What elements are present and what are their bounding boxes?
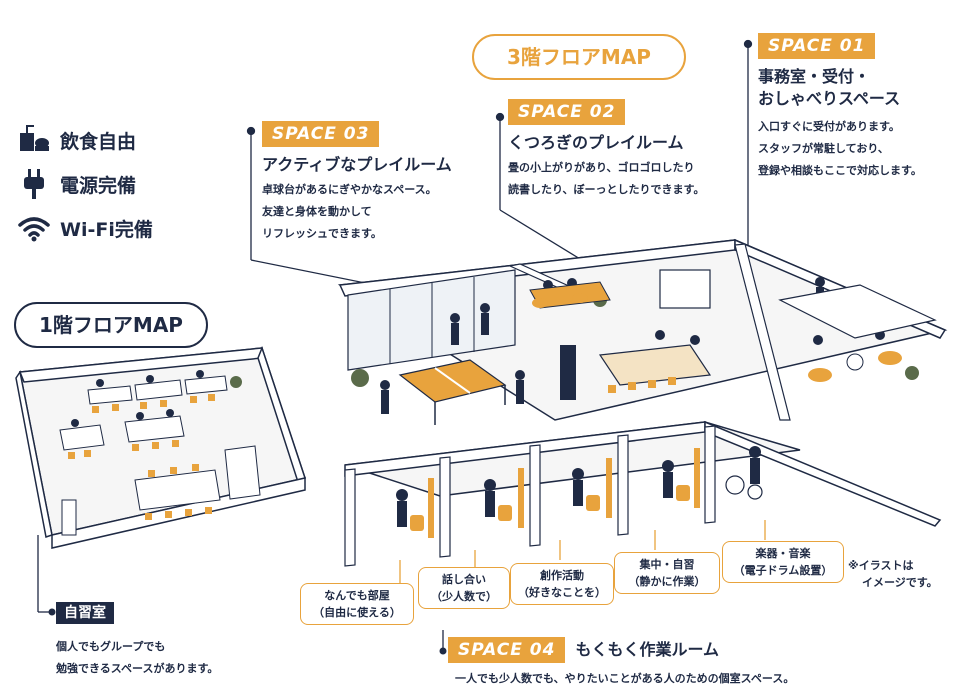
room-label-creative: 創作活動 （好きなことを） [510,563,614,605]
room-label-music-line2: （電子ドラム設置） [733,564,833,577]
room-label-focus-line2: （静かに作業） [628,575,706,588]
space03-desc-line3: リフレッシュできます。 [262,227,382,240]
floor3-illustration [337,238,948,425]
illustration-note: ※イラストは イメージです。 [848,557,938,591]
room-label-discussion: 話し合い （少人数で） [418,567,510,609]
floor1-illustration [15,345,306,549]
space03-desc-line1: 卓球台があるにぎやかなスペース。 [262,183,437,196]
floor3-title: 3階フロアMAP [472,34,686,80]
study-room-desc-line1: 個人でもグループでも [56,640,166,653]
floor1-title: 1階フロアMAP [14,302,208,348]
room-label-creative-line2: （好きなことを） [518,586,606,599]
space01-desc-line2: スタッフが常駐しており、 [758,142,889,155]
space03-tag: SPACE 03 [262,121,380,147]
room-label-focus-line1: 集中・自習 [639,558,695,571]
space01-tag: SPACE 01 [758,33,876,59]
illustration-note-line1: ※イラストは [848,559,914,572]
space04-tag: SPACE 04 [448,637,566,663]
space03-block: SPACE 03 アクティブなプレイルーム 卓球台があるにぎやかなスペース。 友… [262,121,452,245]
space04-booths [344,420,942,585]
illustration-note-line2: イメージです。 [862,576,938,589]
space04-header: SPACE 04 もくもく作業ルーム [448,637,719,663]
study-room-desc-line2: 勉強できるスペースがあります。 [56,662,219,675]
room-label-music-line1: 楽器・音楽 [755,547,811,560]
space02-block: SPACE 02 くつろぎのプレイルーム 畳の小上がりがあり、ゴロゴロしたり 読… [508,99,705,201]
features-list: 飲食自由 電源完備 Wi-Fi完備 [18,125,153,243]
feature-power-label: 電源完備 [60,174,137,197]
food-drink-icon [20,125,49,151]
room-label-anything: なんでも部屋 （自由に使える） [300,583,414,625]
feature-wifi: Wi-Fi完備 [18,213,153,243]
room-label-anything-line2: （自由に使える） [313,606,401,619]
space01-desc-line1: 入口すぐに受付があります。 [758,120,900,133]
space01-block: SPACE 01 事務室・受付・ おしゃべりスペース 入口すぐに受付があります。… [758,33,922,182]
feature-wifi-label: Wi-Fi完備 [60,218,153,241]
room-label-anything-line1: なんでも部屋 [324,589,390,602]
room-label-discussion-line2: （少人数で） [431,590,497,603]
space02-desc-line1: 畳の小上がりがあり、ゴロゴロしたり [508,161,695,174]
study-room-tag: 自習室 [56,602,114,624]
room-label-focus: 集中・自習 （静かに作業） [614,552,720,594]
power-plug-icon [24,169,44,199]
space02-title: くつろぎのプレイルーム [508,133,684,152]
feature-food: 飲食自由 [18,125,153,155]
wifi-icon [18,217,50,242]
space03-desc-line2: 友達と身体を動かして [262,205,372,218]
room-label-music: 楽器・音楽 （電子ドラム設置） [722,541,844,583]
room-label-creative-line1: 創作活動 [540,569,584,582]
space02-tag: SPACE 02 [508,99,626,125]
space01-title-line2: おしゃべりスペース [758,89,901,108]
space04-desc: 一人でも少人数でも、やりたいことがある人のための個室スペース。 [455,672,795,685]
space03-title: アクティブなプレイルーム [262,155,452,174]
space01-desc-line3: 登録や相談もここで対応します。 [758,164,922,177]
space01-title-line1: 事務室・受付・ [758,67,871,86]
feature-food-label: 飲食自由 [60,130,137,153]
feature-power: 電源完備 [18,169,153,199]
space04-title: もくもく作業ルーム [575,640,719,659]
room-label-discussion-line1: 話し合い [442,573,486,586]
space02-desc-line2: 読書したり、ぼーっとしたりできます。 [508,183,705,196]
study-room-block: 自習室 [56,602,114,624]
